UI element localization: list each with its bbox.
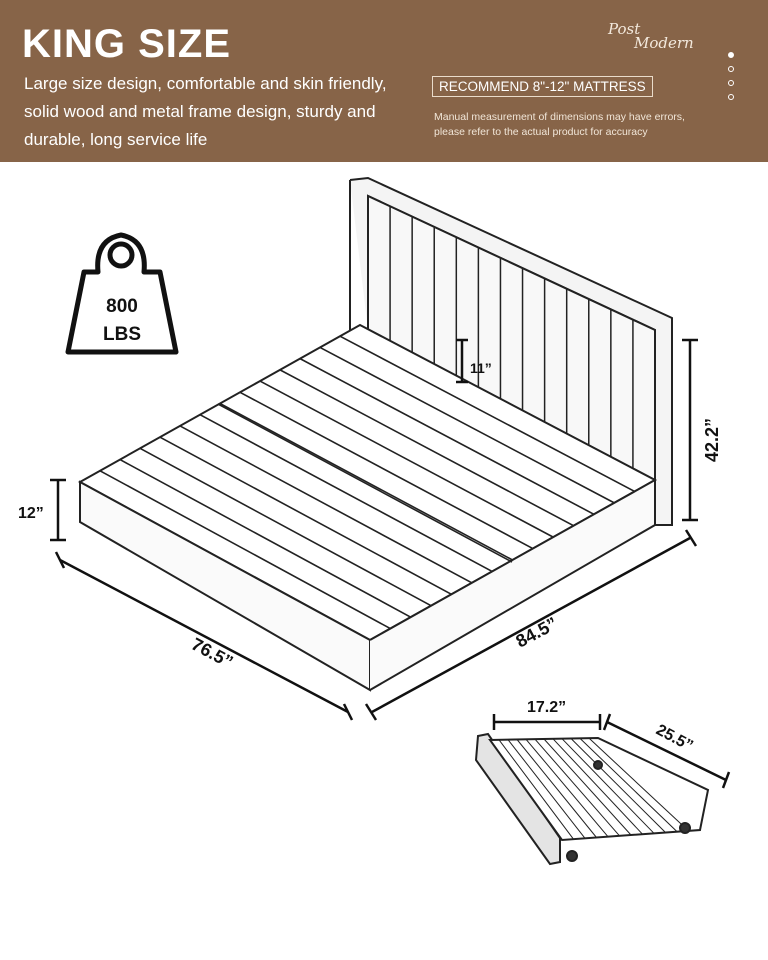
bed-slat: [179, 425, 473, 584]
drawer-wire: [525, 739, 609, 837]
header-banner: KING SIZE Large size design, comfortable…: [0, 0, 768, 162]
bed-slat: [239, 391, 534, 550]
dimension-lines: [50, 338, 731, 789]
length-label: 84.5”: [512, 613, 560, 651]
drawer-width-label: 17.2”: [527, 699, 566, 716]
clearance-label: 11”: [470, 360, 492, 376]
carousel-dot-active[interactable]: [728, 52, 734, 58]
bed-slat: [319, 346, 615, 504]
carousel-indicator: [728, 52, 734, 108]
bed-slat: [99, 470, 391, 630]
bed-slat: [199, 414, 493, 573]
drawer-wire: [498, 739, 574, 840]
drawer-wire: [588, 737, 689, 832]
carousel-dot[interactable]: [728, 94, 734, 100]
carousel-dot[interactable]: [728, 66, 734, 72]
bed-slat: [279, 369, 574, 527]
headboard-height-label: 42.2”: [702, 418, 722, 462]
drawer-depth-label: 25.5”: [653, 722, 696, 755]
drawer-wire: [552, 738, 643, 835]
bed-slat: [139, 447, 432, 607]
bed-slat: [259, 380, 554, 538]
brand-logo: Post Modern: [608, 20, 694, 52]
storage-drawer-drawing: [474, 732, 710, 866]
brand-logo-line1: Post: [608, 20, 641, 38]
weight-unit: LBS: [103, 324, 141, 345]
page-title: KING SIZE: [22, 22, 232, 66]
drawer-wire: [579, 737, 678, 833]
measurement-note: Manual measurement of dimensions may hav…: [434, 111, 685, 138]
bed-slat: [119, 458, 412, 618]
bed-frame-drawing: [77, 176, 673, 692]
drawer-wire: [561, 738, 655, 834]
bed-slat: [159, 436, 452, 595]
bed-slat: [299, 357, 595, 515]
product-description: Large size design, comfortable and skin …: [24, 74, 387, 149]
brand-logo-line2: Modern: [634, 34, 694, 52]
bed-height-label: 12”: [18, 505, 44, 522]
weight-value: 800: [106, 296, 138, 317]
drawer-wire: [516, 739, 597, 838]
weight-icon: [65, 232, 179, 355]
bed-slat: [339, 335, 636, 493]
drawer-wire: [534, 738, 620, 837]
bed-slat: [219, 402, 513, 561]
drawer-wire: [543, 738, 632, 836]
mattress-recommendation-badge: RECOMMEND 8"-12" MATTRESS: [432, 76, 653, 97]
center-rail: [217, 403, 513, 563]
carousel-dot[interactable]: [728, 80, 734, 86]
drawer-wire: [570, 738, 666, 833]
drawer-wire: [507, 739, 586, 839]
